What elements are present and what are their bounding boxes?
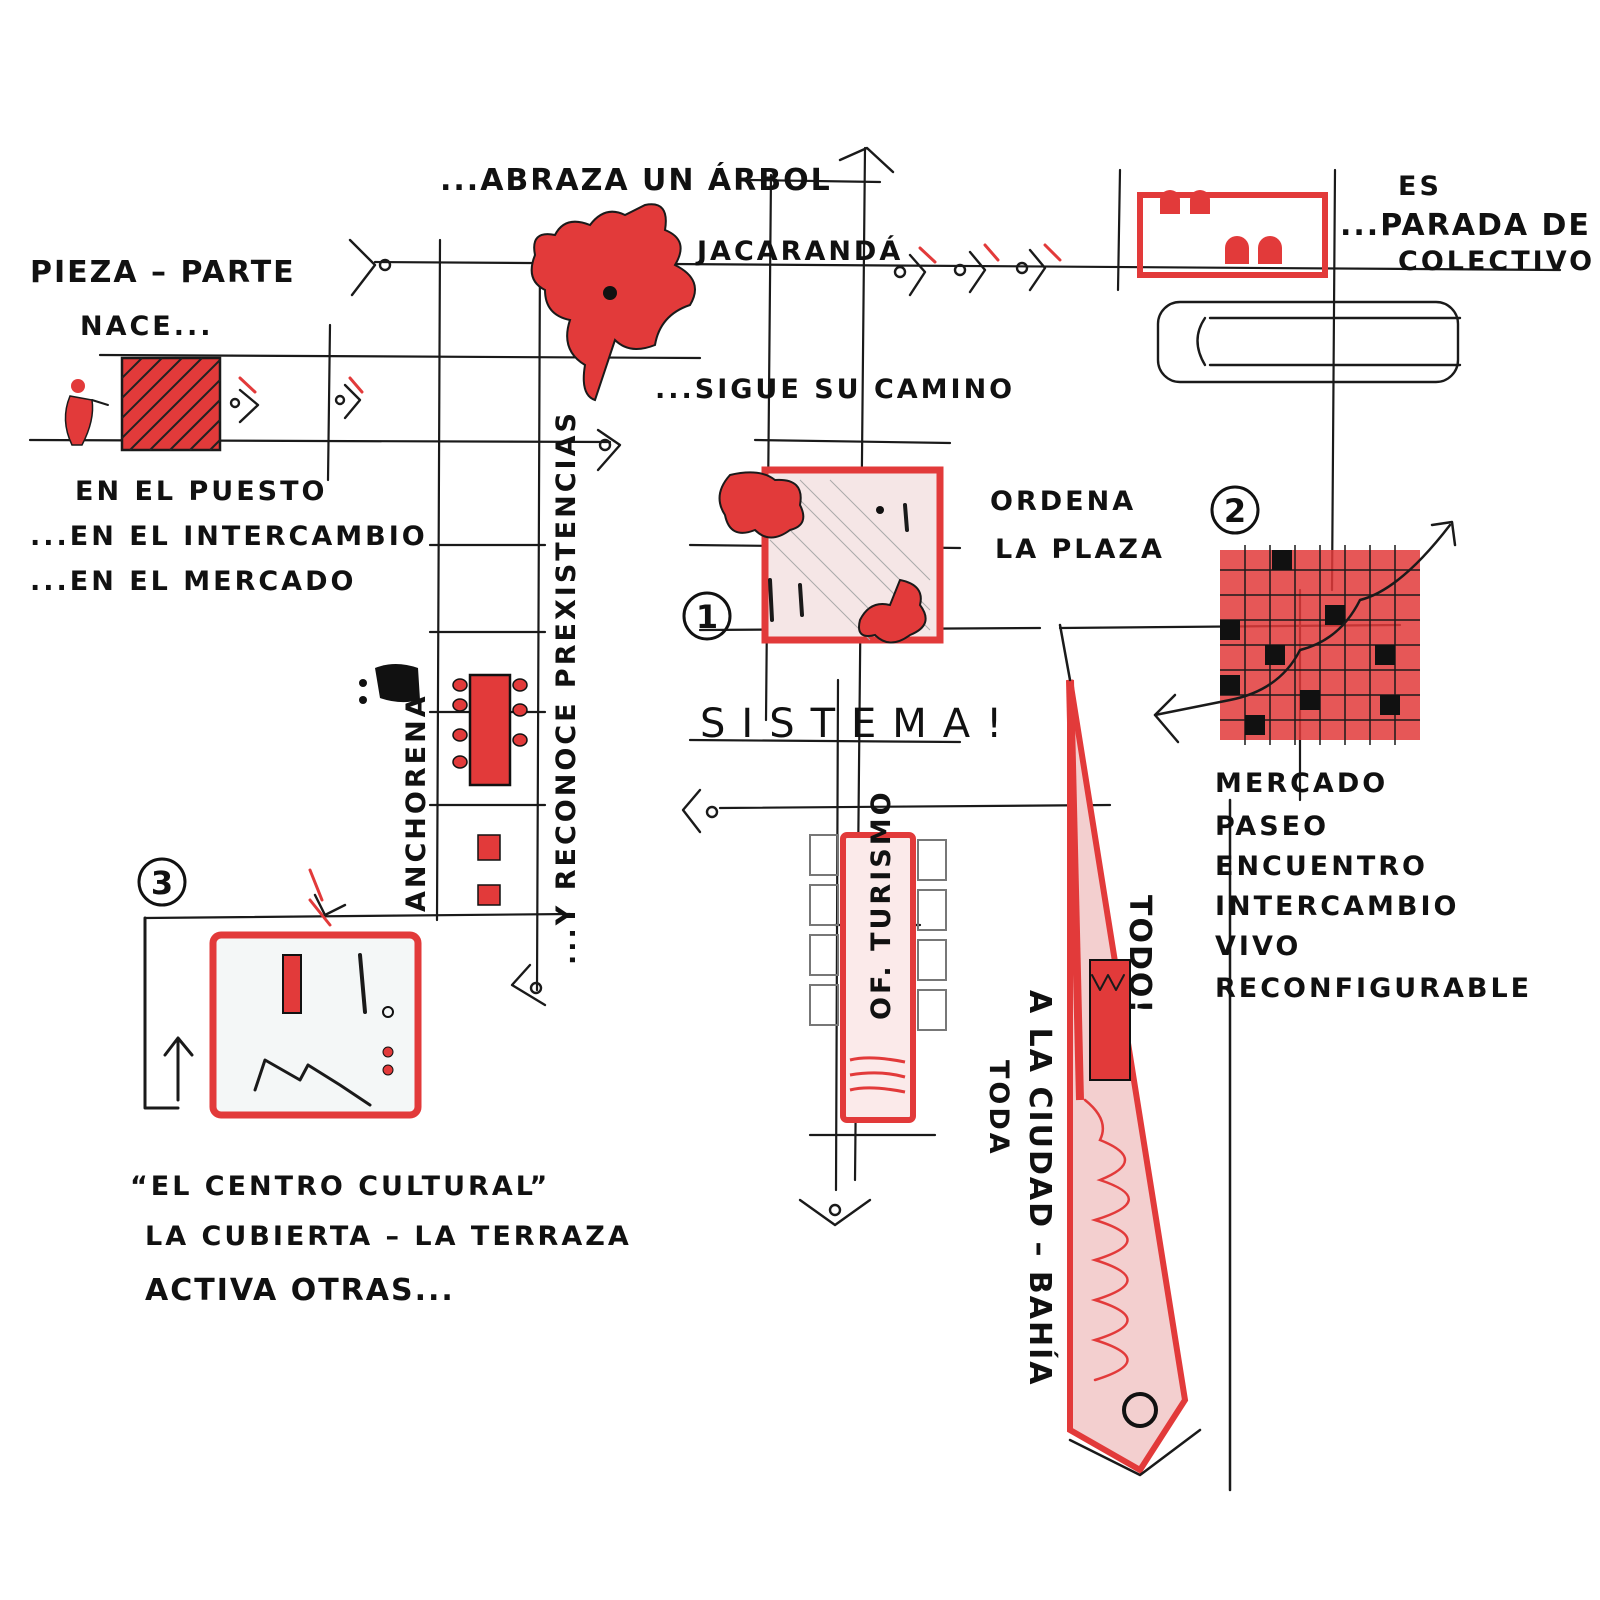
- plaza-block: [718, 466, 944, 644]
- tourism-office: [809, 832, 947, 1123]
- label-of-turismo: Of. Turismo: [866, 789, 897, 1020]
- marker-3: 3: [137, 857, 187, 907]
- marker-2: 2: [1210, 485, 1260, 535]
- label-en-el-mercado: ...En el mercado: [30, 566, 356, 597]
- person-icon: [64, 379, 109, 446]
- label-todo: Todo!: [1122, 895, 1157, 1015]
- label-reconoce: ...y reconoce prexistencias: [551, 410, 582, 965]
- label-colectivo: Colectivo: [1398, 246, 1595, 277]
- label-anchorena: Anchorena: [401, 693, 432, 912]
- label-reconfigurable: Reconfigurable: [1215, 973, 1532, 1004]
- marker-1: 1: [682, 591, 732, 641]
- label-sistema: Sistema!: [700, 701, 1018, 747]
- label-nace: Nace...: [80, 311, 214, 342]
- label-en-el-puesto: En el puesto: [75, 476, 327, 507]
- label-toda: Toda: [983, 1060, 1014, 1157]
- label-vivo: Vivo: [1215, 931, 1301, 962]
- bus-stop: [1137, 190, 1328, 278]
- cultural-center: [143, 893, 422, 1119]
- label-en-el-intercambio: ...En el intercambio: [30, 521, 428, 552]
- arrow-north-icon: [838, 146, 895, 174]
- label-centro-cultural: “El centro cultural”: [130, 1171, 550, 1202]
- label-paseo: Paseo: [1215, 811, 1329, 842]
- bus-stop-people: [1160, 190, 1282, 264]
- bus-icon: [1156, 300, 1462, 384]
- label-ordena: Ordena: [990, 486, 1136, 517]
- marker-1-label: 1: [696, 598, 718, 636]
- label-abraza-un-arbol: ...Abraza un árbol: [440, 162, 832, 198]
- label-es: Es: [1398, 171, 1442, 202]
- label-jacaranda: Jacarandá: [695, 235, 903, 267]
- flow-accents: [238, 243, 1062, 902]
- label-pieza-parte: Pieza – Parte: [30, 255, 296, 290]
- market-stalls: [359, 664, 528, 906]
- label-mercado: Mercado: [1215, 768, 1388, 799]
- label-cubierta-terraza: La cubierta – La terraza: [145, 1221, 632, 1252]
- label-encuentro: Encuentro: [1215, 851, 1428, 882]
- bahia-wedge: [1058, 623, 1232, 1492]
- market-grid-icon: [1153, 520, 1457, 745]
- tree-icon: [530, 203, 696, 402]
- arrow-south-icon: [798, 1198, 872, 1227]
- label-la-plaza: La plaza: [995, 534, 1165, 565]
- label-parada-de: ...Parada de: [1340, 208, 1591, 243]
- marker-2-label: 2: [1224, 492, 1246, 530]
- label-activa-otras: Activa otras...: [145, 1273, 455, 1308]
- label-sigue-su-camino: ...Sigue su camino: [655, 374, 1015, 405]
- marker-3-label: 3: [151, 864, 173, 902]
- label-intercambio: Intercambio: [1215, 891, 1459, 922]
- flow-arrows: [229, 238, 1047, 1007]
- label-a-la-ciudad: A la ciudad – Bahía: [1022, 990, 1058, 1386]
- pieza-block: [120, 356, 222, 452]
